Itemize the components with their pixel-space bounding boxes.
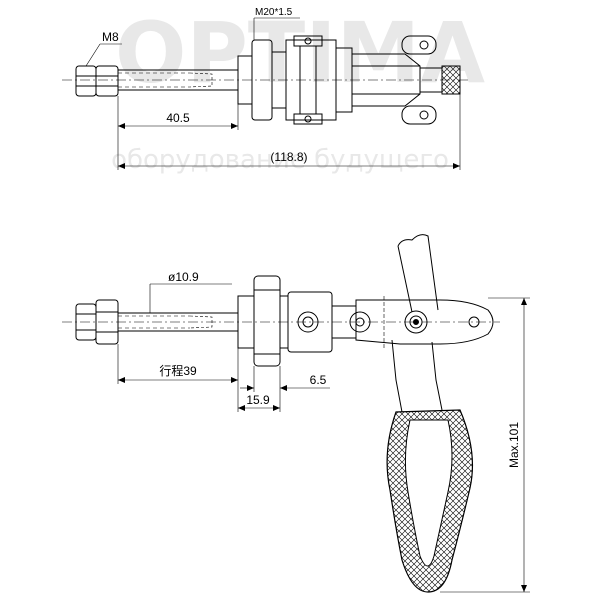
top-view (62, 17, 470, 170)
top-m8-nut (75, 65, 119, 97)
side-handle-grip-inner (404, 419, 453, 567)
dim-118-8: (118.8) (270, 150, 307, 164)
dim-40-5: 40.5 (166, 111, 190, 125)
side-link (331, 296, 494, 348)
dim-6-5: 6.5 (310, 373, 327, 387)
dim-max-101: Max.101 (507, 422, 521, 468)
label-m8: M8 (102, 30, 119, 44)
side-handle-arm (391, 234, 443, 413)
top-link (335, 35, 443, 125)
dim-stroke-39: 行程39 (159, 363, 197, 378)
dim-15-9: 15.9 (246, 393, 270, 407)
label-m20: M20*1.5 (255, 7, 293, 18)
side-view (62, 234, 530, 593)
top-handle-grip (441, 65, 461, 95)
side-m20-bolt (237, 275, 289, 367)
watermark-slogan: оборудование будущего (111, 145, 449, 175)
label-diameter: ø10.9 (168, 270, 199, 284)
